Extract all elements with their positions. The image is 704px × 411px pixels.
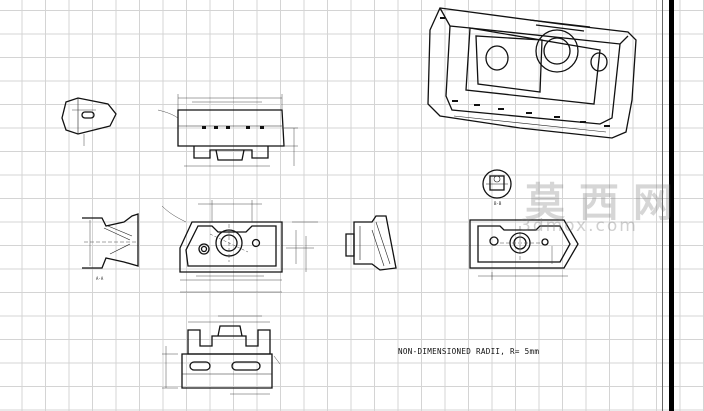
detail-bb-view bbox=[482, 169, 512, 199]
frame-inner-line bbox=[662, 0, 663, 411]
frame-border bbox=[669, 0, 674, 411]
watermark-url: 3dmox.com bbox=[520, 216, 638, 236]
section-label-bb: B-B bbox=[494, 201, 502, 206]
bottom-view bbox=[469, 219, 579, 280]
top-view bbox=[161, 200, 318, 293]
side-view bbox=[345, 215, 397, 271]
lower-view bbox=[162, 315, 281, 395]
isometric-view bbox=[427, 7, 637, 139]
detail-view-left bbox=[61, 97, 117, 146]
section-label-aa: A-A bbox=[96, 276, 104, 281]
watermark-chinese: 莫西网 bbox=[525, 180, 687, 226]
section-aa-view bbox=[82, 213, 139, 269]
radii-note: NON-DIMENSIONED RADII, R= 5mm bbox=[398, 347, 540, 356]
front-view bbox=[157, 94, 298, 167]
